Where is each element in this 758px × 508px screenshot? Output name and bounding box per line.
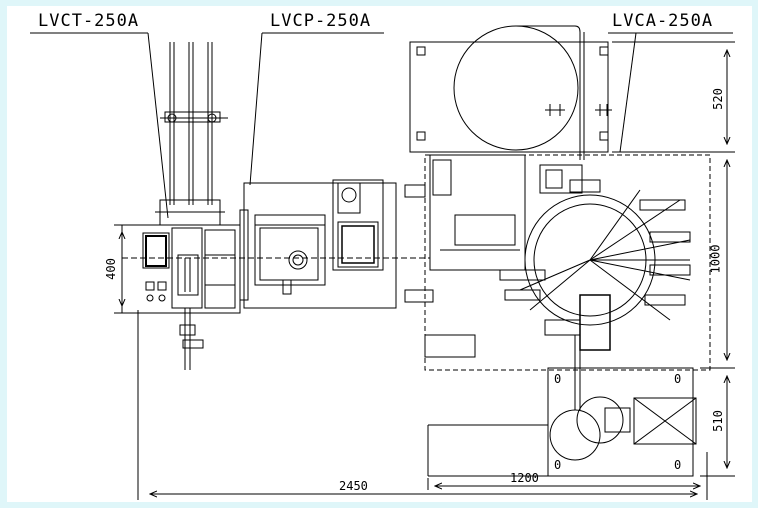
lvct-leader <box>30 32 169 219</box>
dimension-base-width <box>427 478 700 490</box>
base-mark-top-left: 0 <box>554 372 562 386</box>
label-lvcp: LVCP-250A <box>270 11 372 31</box>
lvct-control-unit <box>121 224 241 370</box>
drawing-paper <box>7 6 752 502</box>
lvct-conveyor <box>155 42 228 226</box>
dim-mid-1000: 1000 <box>708 244 723 274</box>
lvcp-leader <box>249 32 384 186</box>
dimension-right-verticals <box>612 41 735 477</box>
dimension-total-width <box>137 310 708 500</box>
base-mark-bottom-left: 0 <box>554 458 562 472</box>
label-lvca: LVCA-250A <box>612 11 714 31</box>
lvca-main-machine <box>424 154 711 410</box>
dim-top-520: 520 <box>710 88 725 110</box>
dim-bottom-510: 510 <box>710 410 725 432</box>
lvca-leader <box>608 32 733 153</box>
base-mark-top-right: 0 <box>674 372 682 386</box>
lvca-base-unit <box>427 367 697 477</box>
label-lvct: LVCT-250A <box>38 11 140 31</box>
lvcp-printer-unit <box>122 179 434 309</box>
base-mark-bottom-right: 0 <box>674 458 682 472</box>
dim-total-width: 2450 <box>339 479 368 493</box>
dimension-height-400 <box>114 224 140 314</box>
dim-height-400: 400 <box>103 258 118 280</box>
lvca-coil-stand <box>409 25 612 160</box>
dim-base-width: 1200 <box>510 471 539 485</box>
